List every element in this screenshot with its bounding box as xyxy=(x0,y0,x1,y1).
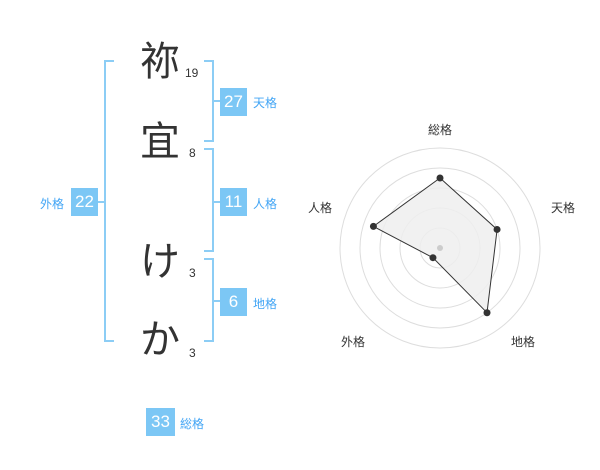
jinkaku-bracket xyxy=(204,148,214,252)
gaikaku-bracket xyxy=(104,60,114,342)
radar-point-1 xyxy=(493,225,501,233)
soukaku-score: 33 xyxy=(146,408,175,436)
name-char-1: 祢 xyxy=(140,39,180,85)
chikaku-score: 6 xyxy=(220,288,247,316)
radar-point-0 xyxy=(436,174,444,182)
tenkaku-label: 天格 xyxy=(253,96,278,110)
name-char-3: け xyxy=(140,239,180,285)
name-char-2: 宜 xyxy=(140,119,180,165)
radar-axis-label-tenkaku: 天格 xyxy=(551,201,576,215)
soukaku-label: 総格 xyxy=(180,417,205,431)
jinkaku-score: 11 xyxy=(220,188,247,216)
chikaku-connector xyxy=(214,300,220,302)
chikaku-label: 地格 xyxy=(253,297,278,311)
radar-axis-label-soukaku: 総格 xyxy=(428,123,453,137)
tenkaku-connector xyxy=(214,100,220,102)
radar-axis-label-jinkaku: 人格 xyxy=(308,201,333,215)
stroke-count-4: 3 xyxy=(189,346,196,360)
gaikaku-score: 22 xyxy=(71,188,98,216)
stroke-count-1: 19 xyxy=(185,66,199,80)
radar-grid-ring xyxy=(339,147,541,349)
jinkaku-connector xyxy=(214,201,220,203)
radar-grid-ring xyxy=(359,167,521,329)
name-char-4: か xyxy=(140,317,180,363)
tenkaku-score: 27 xyxy=(220,88,247,116)
radar-axis-label-chikaku: 地格 xyxy=(511,335,536,349)
stroke-count-3: 3 xyxy=(189,266,196,280)
chikaku-bracket xyxy=(204,258,214,342)
radar-point-2 xyxy=(483,309,491,317)
radar-series-polygon xyxy=(372,177,498,314)
radar-point-3 xyxy=(429,254,437,262)
gaikaku-connector xyxy=(98,201,104,203)
radar-point-4 xyxy=(369,222,377,230)
radar-axis-label-gaikaku: 外格 xyxy=(341,335,366,349)
gaikaku-label: 外格 xyxy=(40,197,65,211)
radar-center-point xyxy=(437,245,443,251)
tenkaku-bracket xyxy=(204,60,214,142)
jinkaku-label: 人格 xyxy=(253,197,278,211)
stroke-count-2: 8 xyxy=(189,146,196,160)
